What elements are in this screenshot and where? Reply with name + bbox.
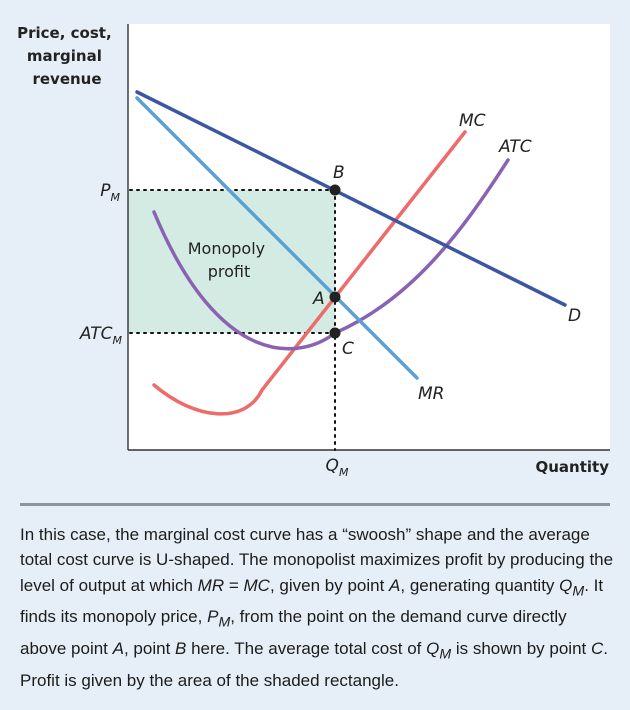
y-axis-title: Price, cost, marginal revenue (17, 24, 117, 88)
caption-divider (20, 503, 610, 506)
figure-caption: In this case, the marginal cost curve ha… (20, 525, 614, 690)
point-b-marker (329, 184, 341, 196)
mc-curve (152, 130, 467, 416)
point-a-marker (329, 291, 341, 303)
point-c-marker (329, 327, 341, 339)
mr-curve (135, 96, 419, 380)
qm-label: QM (326, 456, 349, 479)
demand-curve (135, 90, 567, 307)
monopoly-diagram: Price, cost, marginal revenue Quantity P… (17, 24, 610, 479)
x-axis-title: Quantity (536, 458, 610, 476)
point-c-label: C (342, 339, 354, 359)
point-b-label: B (333, 163, 345, 183)
point-a-label: A (312, 289, 325, 309)
profit-region-label: Monopoly profit (188, 239, 270, 281)
mr-label: MR (418, 384, 444, 404)
demand-label: D (568, 306, 581, 326)
pm-label: PM (100, 181, 120, 204)
atc-label: ATC (498, 137, 532, 157)
atcm-label: ATCM (79, 324, 123, 347)
mc-label: MC (459, 111, 486, 131)
